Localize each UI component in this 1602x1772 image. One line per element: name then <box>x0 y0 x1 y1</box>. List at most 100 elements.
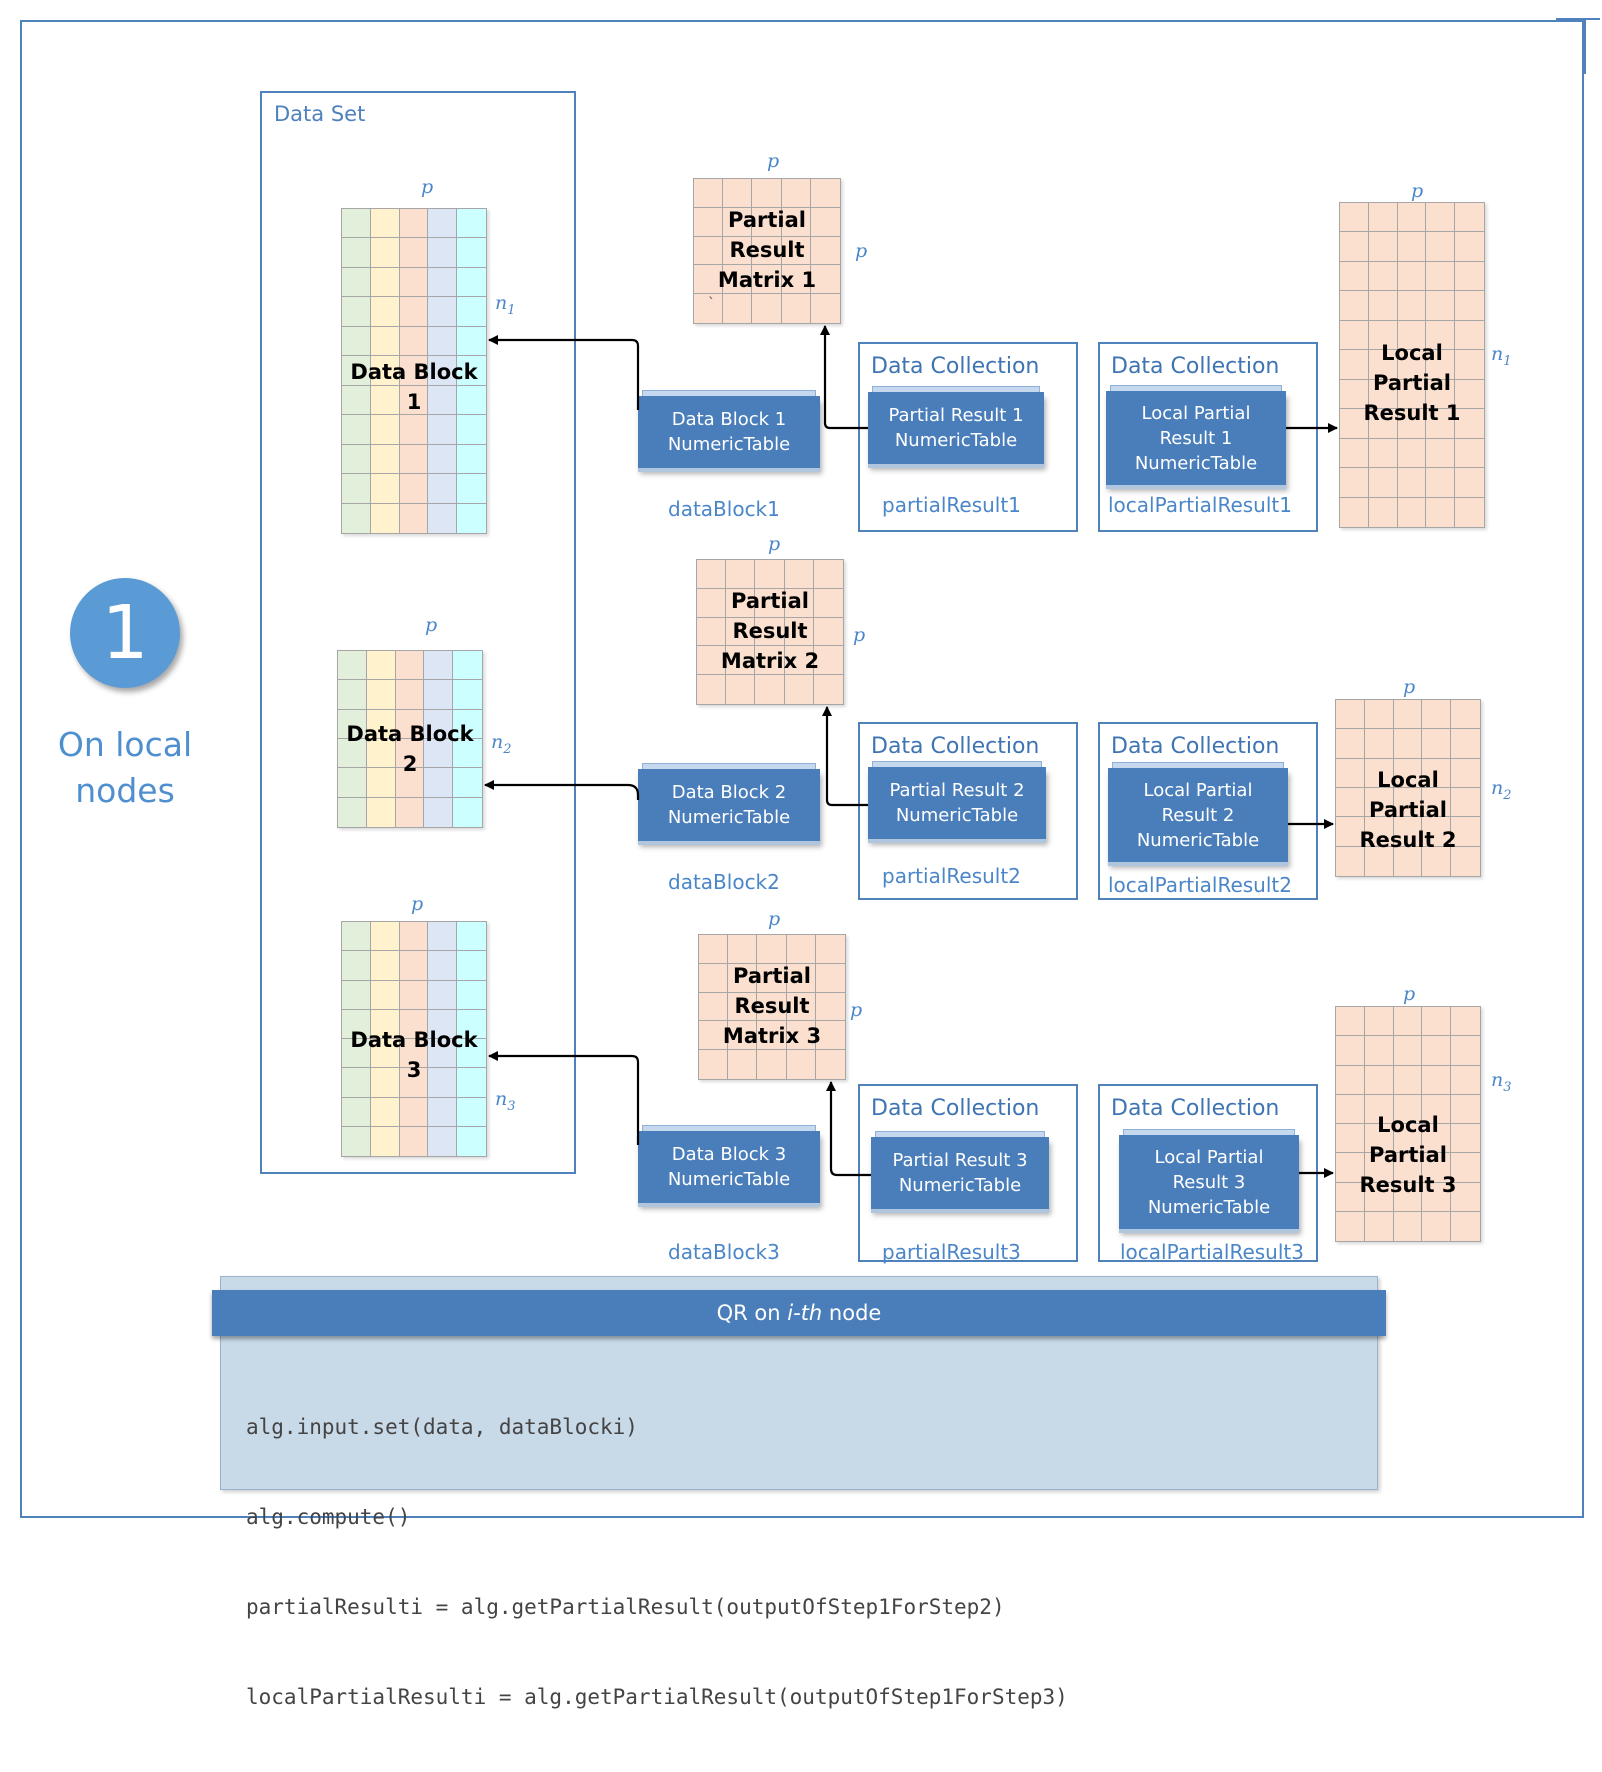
data-block-3-label: Data Block 3 <box>350 1028 478 1082</box>
grid-cell <box>338 768 367 798</box>
grid-cell <box>342 415 371 445</box>
grid-cell <box>755 617 785 647</box>
grid-cell <box>697 646 727 676</box>
grid-cell <box>786 935 816 964</box>
grid-cell <box>457 1039 486 1069</box>
data-collection-title: Data Collection <box>871 354 1040 379</box>
grid-cell <box>1422 788 1452 818</box>
grid-cell <box>342 503 371 533</box>
grid-cell <box>1340 468 1369 498</box>
grid-cell <box>810 236 840 266</box>
arrow-partial-result-to-matrix-1 <box>820 325 868 430</box>
grid-cell <box>457 238 486 268</box>
grid-cell <box>1368 409 1398 439</box>
grid-cell <box>428 474 458 504</box>
grid-cell <box>424 709 454 739</box>
grid-cell <box>399 980 429 1010</box>
grid-cell <box>395 651 425 681</box>
data-collection-title: Data Collection <box>871 1096 1040 1121</box>
grid-cell <box>342 444 371 475</box>
partial-result-matrix-3-label: Partial Result Matrix 3 <box>722 964 822 1048</box>
grid-cell <box>1336 1153 1365 1183</box>
grid-cell <box>457 951 486 981</box>
grid-cell <box>399 267 429 298</box>
grid-cell <box>395 680 425 710</box>
grid-cell <box>1422 700 1452 730</box>
grid-cell <box>1422 1153 1452 1183</box>
grid-cell <box>457 415 486 445</box>
grid-cell <box>428 1009 458 1039</box>
grid-cell <box>1336 1036 1365 1066</box>
grid-cell <box>1422 758 1452 788</box>
grid-cell <box>342 922 371 952</box>
grid-cell <box>338 797 367 827</box>
connector-arrows <box>484 325 1338 1178</box>
frame-corner-mark <box>1556 18 1600 20</box>
dim-p-label: p <box>411 893 424 915</box>
data-block-3-grid <box>341 921 487 1157</box>
grid-cell <box>342 1009 371 1039</box>
grid-cell <box>370 1097 400 1127</box>
grid-cell <box>342 474 371 504</box>
local-partial-result-2-variable: localPartialResult2 <box>1108 873 1292 897</box>
step-number-badge: 1 <box>70 578 180 688</box>
grid-cell <box>428 1097 458 1127</box>
grid-cell <box>699 1021 729 1051</box>
grid-cell <box>399 951 429 981</box>
grid-cell <box>1422 1182 1452 1212</box>
arrow-partial-result-to-matrix-3 <box>826 1081 871 1177</box>
grid-cell <box>370 1039 400 1069</box>
arrow-table-to-data-block-2 <box>484 780 640 800</box>
grid-cell <box>453 768 482 798</box>
grid-cell <box>1340 409 1369 439</box>
data-block-2-variable: dataBlock2 <box>668 870 780 894</box>
grid-cell <box>1451 700 1480 730</box>
grid-cell <box>815 1021 845 1051</box>
grid-cell <box>1340 497 1369 527</box>
grid-cell <box>399 209 429 239</box>
frame-corner-mark <box>1584 18 1586 74</box>
grid-cell <box>1393 1124 1423 1154</box>
grid-cell <box>1336 758 1365 788</box>
grid-cell <box>370 209 400 239</box>
grid-cell <box>1451 1153 1480 1183</box>
code-line: partialResulti = alg.getPartialResult(ou… <box>246 1595 1005 1619</box>
dim-p-label: p <box>768 908 781 930</box>
grid-cell <box>428 209 458 239</box>
grid-cell <box>370 1009 400 1039</box>
partial-result-3-numeric-table: Partial Result 3 NumericTable <box>871 1131 1049 1209</box>
grid-cell <box>1426 291 1456 321</box>
dim-p-label: p <box>853 624 866 646</box>
grid-cell <box>399 474 429 504</box>
grid-cell <box>457 1068 486 1098</box>
grid-cell <box>338 739 367 769</box>
grid-cell <box>1455 409 1484 439</box>
grid-cell <box>1336 788 1365 818</box>
grid-cell <box>1336 1211 1365 1241</box>
grid-cell <box>399 1039 429 1069</box>
grid-cell <box>810 207 840 237</box>
dim-p-label: p <box>855 240 868 262</box>
grid-cell <box>1451 846 1480 876</box>
grid-cell <box>428 326 458 357</box>
grid-cell <box>342 267 371 298</box>
grid-cell <box>1364 846 1394 876</box>
grid-cell <box>697 560 727 589</box>
grid-cell <box>428 951 458 981</box>
grid-cell <box>728 1050 758 1079</box>
grid-cell <box>1422 1124 1452 1154</box>
grid-cell <box>370 922 400 952</box>
grid-cell <box>370 415 400 445</box>
dim-p-label: p <box>767 150 780 172</box>
grid-cell <box>366 680 396 710</box>
grid-cell <box>723 179 753 208</box>
local-partial-result-2-numeric-table: Local Partial Result 2 NumericTable <box>1108 762 1288 862</box>
grid-cell <box>1426 379 1456 410</box>
grid-cell <box>457 1009 486 1039</box>
grid-cell <box>1397 409 1427 439</box>
grid-cell <box>1368 261 1398 292</box>
grid-cell <box>1451 1094 1480 1124</box>
grid-cell <box>342 1039 371 1069</box>
grid-cell <box>366 797 396 827</box>
grid-cell <box>366 651 396 681</box>
